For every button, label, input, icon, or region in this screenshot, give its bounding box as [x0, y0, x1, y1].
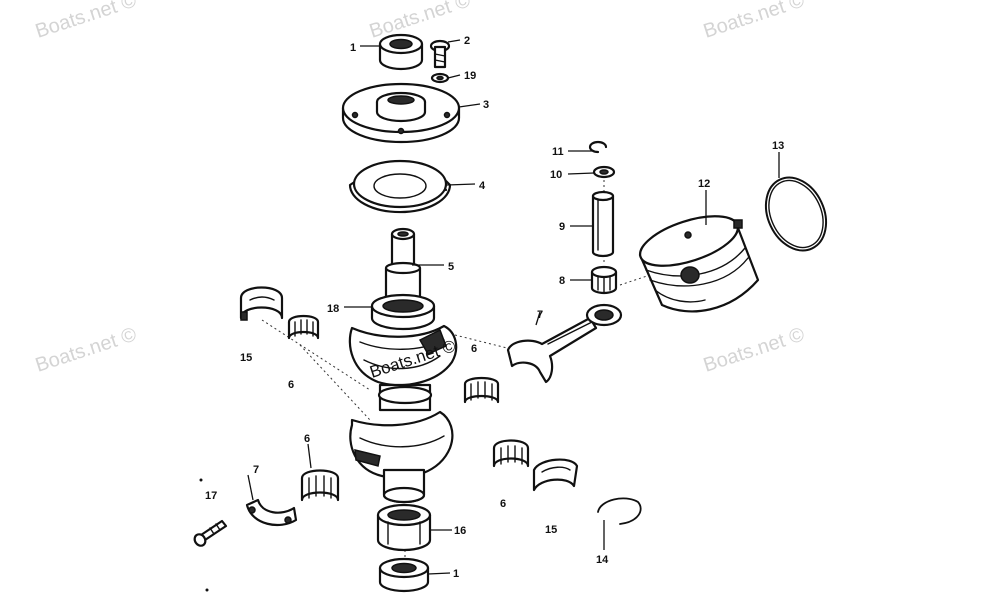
assembly-lines	[261, 170, 651, 565]
callout-14: 14	[596, 554, 609, 566]
callout-1-bottom: 1	[453, 568, 459, 580]
end-cap-3[interactable]	[341, 82, 461, 144]
rod-cap-7-left[interactable]	[245, 498, 298, 527]
callout-15-right: 15	[545, 524, 557, 536]
callout-19: 19	[464, 70, 476, 82]
retaining-ring-14[interactable]	[597, 497, 642, 525]
callout-16: 16	[454, 525, 466, 537]
callout-6-lower-right: 6	[500, 498, 506, 510]
wrist-pin-9[interactable]	[591, 190, 615, 258]
crankshaft-assembly[interactable]	[348, 227, 458, 504]
connecting-rod-7-right[interactable]	[506, 303, 623, 384]
needle-bearing-6-left[interactable]	[287, 314, 320, 340]
callout-17: 17	[205, 490, 217, 502]
callout-15-left: 15	[240, 352, 252, 364]
needle-bearing-6-lower-right[interactable]	[492, 439, 530, 468]
callout-3: 3	[483, 99, 489, 111]
piston-12[interactable]	[634, 206, 760, 313]
needle-bearing-6-lower-left[interactable]	[300, 469, 340, 502]
watermark-top-left: Boats.net ©	[33, 0, 140, 43]
screw-2[interactable]	[429, 39, 451, 69]
piston-ring-13[interactable]	[755, 168, 838, 261]
callouts: 1 2 19 3 4 5 18 15 6 6 6 6 7 7 11 10 9 8…	[205, 35, 784, 580]
washer-19[interactable]	[430, 72, 450, 84]
callout-7-left: 7	[253, 464, 259, 476]
callout-8: 8	[559, 275, 565, 287]
screw-17[interactable]	[192, 519, 228, 548]
callout-10: 10	[550, 169, 562, 181]
watermark-mid-left: Boats.net ©	[33, 323, 140, 376]
callout-13: 13	[772, 140, 784, 152]
retaining-clip-11[interactable]	[588, 140, 608, 154]
leader-lines	[247, 39, 780, 575]
callout-18: 18	[327, 303, 339, 315]
callout-7-right: 7	[537, 309, 543, 321]
callout-5: 5	[448, 261, 454, 273]
needle-bearing-6-mid[interactable]	[463, 376, 500, 404]
callout-6-lower-left: 6	[304, 433, 310, 445]
callout-9: 9	[559, 221, 565, 233]
gasket-4[interactable]	[348, 159, 452, 214]
seal-top[interactable]	[378, 33, 424, 71]
needle-bearing-8[interactable]	[590, 265, 618, 295]
roller-bearing-16[interactable]	[376, 503, 432, 552]
seal-bottom[interactable]	[378, 557, 430, 593]
callout-6-left: 6	[288, 379, 294, 391]
callout-11: 11	[552, 146, 564, 158]
watermark-mid-right: Boats.net ©	[701, 323, 808, 376]
washer-10[interactable]	[592, 165, 616, 179]
bearing-half-15-right[interactable]	[532, 458, 579, 492]
watermark-top-center: Boats.net ©	[367, 0, 474, 43]
callout-12: 12	[698, 178, 710, 190]
callout-4: 4	[479, 180, 486, 192]
callout-6-mid: 6	[471, 343, 477, 355]
bearing-half-15-left[interactable]	[239, 286, 284, 321]
callout-2: 2	[464, 35, 470, 47]
callout-1-top: 1	[350, 42, 356, 54]
watermark-top-right: Boats.net ©	[701, 0, 808, 43]
